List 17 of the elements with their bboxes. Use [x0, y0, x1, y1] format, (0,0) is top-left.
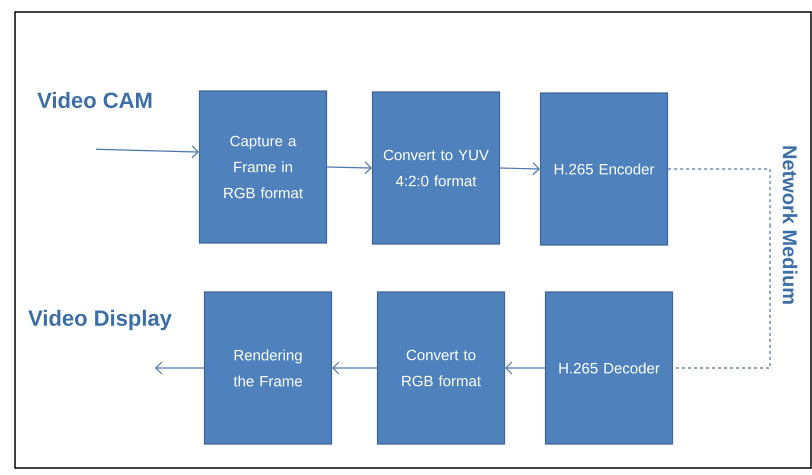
process-box: Convert to RGB format — [376, 291, 506, 445]
connector-line — [668, 168, 771, 225]
arrow — [155, 362, 204, 374]
arrow — [332, 362, 377, 374]
connector-line — [673, 225, 771, 369]
process-box: Rendering the Frame — [204, 291, 332, 445]
process-box: Capture a Frame in RGB format — [198, 90, 328, 244]
process-box: Convert to YUV 4:2:0 format — [372, 91, 500, 245]
arrow — [500, 162, 540, 176]
arrow — [96, 145, 199, 158]
title-text: Video Display — [28, 310, 172, 330]
process-box: H.265 Encoder — [540, 92, 668, 246]
process-box: H.265 Decoder — [544, 291, 674, 445]
vertical-label: Network Medium — [782, 146, 798, 304]
title-text: Video CAM — [37, 92, 152, 108]
arrow — [505, 362, 545, 374]
arrow — [327, 161, 372, 174]
